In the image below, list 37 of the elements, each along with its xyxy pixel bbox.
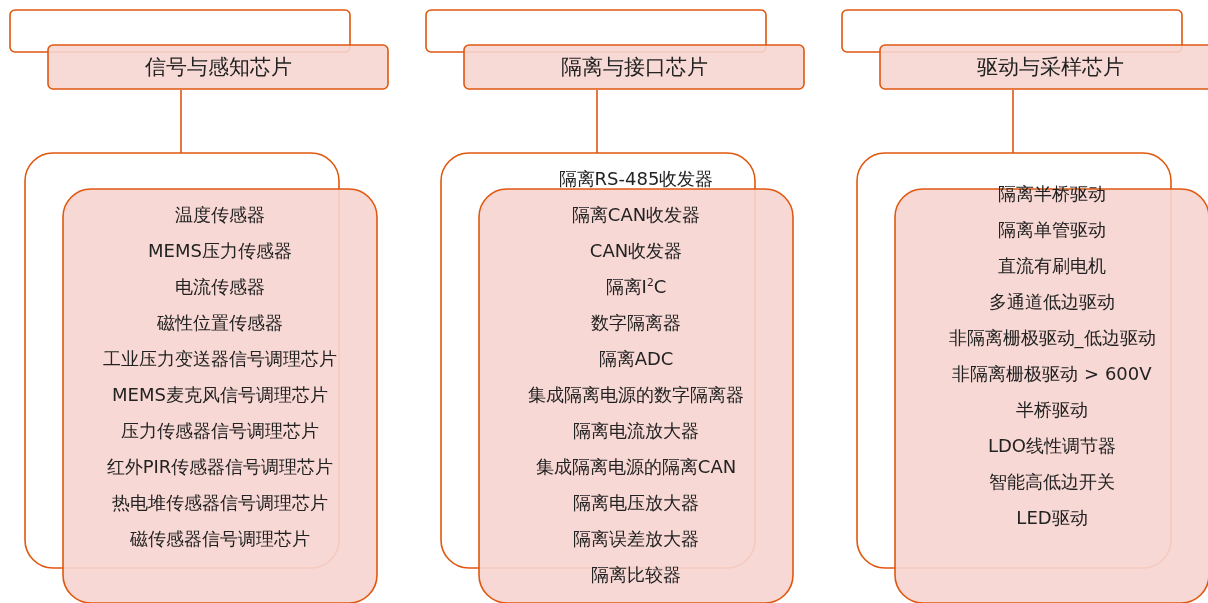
category-heading: 驱动与采样芯片	[975, 54, 1125, 81]
list-item: 压力传感器信号调理芯片	[121, 419, 319, 443]
list-item: 隔离RS-485收发器	[558, 167, 714, 191]
list-item: 温度传感器	[175, 203, 265, 227]
list-item: 智能高低边开关	[989, 470, 1115, 494]
list-item: 磁性位置传感器	[157, 311, 283, 335]
list-item: 数字隔离器	[591, 311, 681, 335]
list-item: MEMS压力传感器	[148, 239, 292, 263]
list-item: 工业压力变送器信号调理芯片	[103, 347, 337, 371]
list-item: 隔离CAN收发器	[571, 203, 701, 227]
list-item: 磁传感器信号调理芯片	[130, 527, 310, 551]
list-item: 隔离ADC	[598, 347, 674, 371]
list-item: 半桥驱动	[1016, 398, 1088, 422]
connector-line	[1012, 89, 1014, 154]
list-item: 隔离I$^{2}$C	[605, 275, 667, 299]
list-item: 集成隔离电源的数字隔离器	[528, 383, 744, 407]
list-item: 非隔离栅极驱动_低边驱动	[948, 326, 1156, 351]
list-item: 非隔离栅极驱动 > 600V	[952, 362, 1152, 386]
list-item: 隔离电流放大器	[573, 419, 699, 443]
list-item: MEMS麦克风信号调理芯片	[112, 383, 328, 407]
category-heading: 信号与感知芯片	[143, 54, 293, 81]
list-item: 集成隔离电源的隔离CAN	[535, 455, 737, 479]
list-item: 隔离单管驱动	[998, 218, 1106, 242]
list-item: 热电堆传感器信号调理芯片	[112, 491, 328, 515]
list-item: 隔离误差放大器	[573, 527, 699, 551]
list-item: 隔离电压放大器	[573, 491, 699, 515]
list-item: LED驱动	[1016, 506, 1088, 530]
list-item: 电流传感器	[175, 275, 265, 299]
list-item: 红外PIR传感器信号调理芯片	[106, 455, 334, 479]
list-item: CAN收发器	[589, 239, 683, 263]
list-item: 隔离比较器	[591, 563, 681, 587]
connector-line	[180, 89, 182, 154]
list-item: 多通道低边驱动	[989, 290, 1115, 314]
category-heading: 隔离与接口芯片	[559, 54, 709, 81]
list-item: 直流有刷电机	[998, 254, 1106, 278]
connector-line	[596, 89, 598, 154]
list-item: LDO线性调节器	[987, 434, 1117, 458]
